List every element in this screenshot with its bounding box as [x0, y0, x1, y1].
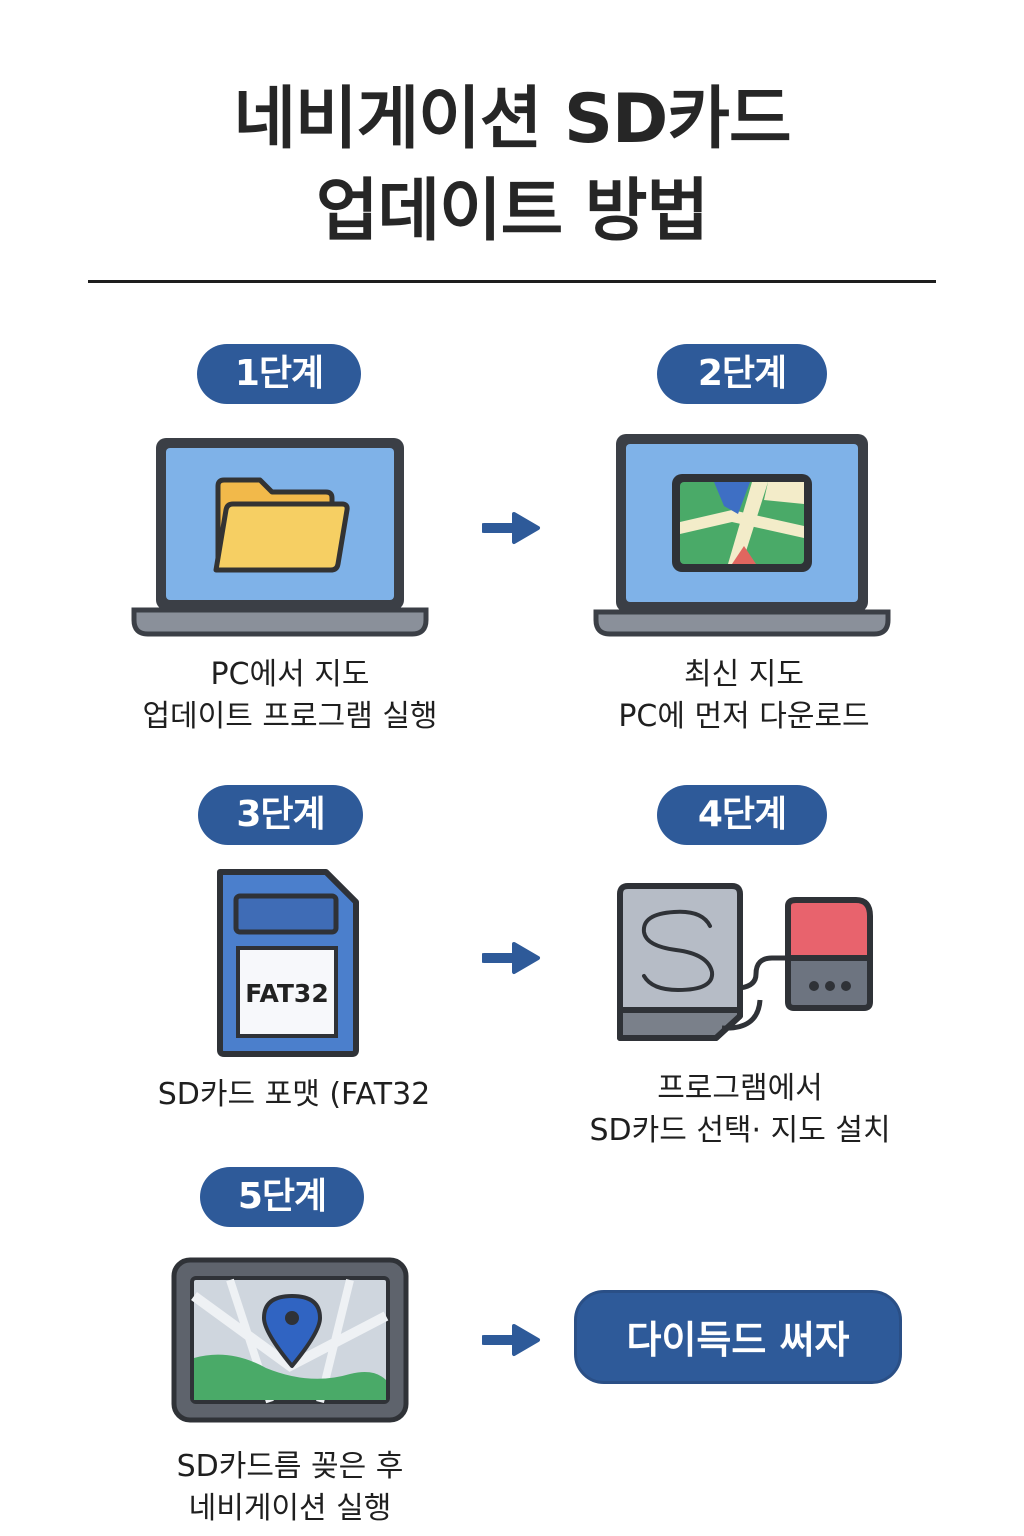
step-1-caption: PC에서 지도 업데이트 프로그램 실행: [80, 654, 500, 738]
step-2-badge: 2단계: [657, 344, 827, 404]
step-2-caption: 최신 지도 PC에 먼저 다운로드: [534, 654, 954, 738]
title-divider: [88, 280, 936, 283]
arrow-right-icon: [482, 512, 540, 544]
sd-card-icon: FAT32: [217, 869, 359, 1057]
step-4-caption: 프로그램에서 SD카드 선택· 지도 설치: [530, 1068, 950, 1152]
laptop-map-icon: [593, 434, 891, 637]
step-5-badge: 5단계: [200, 1167, 364, 1227]
navigation-device-icon: [171, 1257, 409, 1423]
step-5-caption-line1: SD카드름 꽂은 후: [176, 1449, 404, 1484]
sd-reader-icon: [617, 883, 873, 1041]
sd-card-label: FAT32: [245, 979, 328, 1008]
arrow-right-icon: [482, 1324, 540, 1356]
step-3-caption: SD카드 포맷 (FAT32: [84, 1074, 504, 1116]
step-2-caption-line1: 최신 지도: [684, 657, 804, 692]
page-title-line1: 네비게이션 SD카드: [233, 80, 791, 159]
step-4-caption-line1: 프로그램에서: [657, 1071, 823, 1106]
step-4-badge: 4단계: [657, 785, 827, 845]
step-4-caption-line2: SD카드 선택· 지도 설치: [589, 1113, 891, 1148]
step-3-badge: 3단계: [198, 785, 363, 845]
arrow-right-icon: [482, 942, 540, 974]
step-1-caption-line2: 업데이트 프로그램 실행: [142, 699, 438, 734]
step-1-badge: 1단계: [197, 344, 361, 404]
step-3-caption-line1: SD카드 포맷 (FAT32: [157, 1077, 431, 1112]
step-1-caption-line1: PC에서 지도: [210, 657, 370, 692]
step-5-caption-line2: 네비게이션 실행: [188, 1491, 392, 1526]
cta-badge: 다이득드 써자: [574, 1290, 902, 1384]
page-title-line2: 업데이트 방법: [315, 172, 709, 251]
laptop-folder-icon: [131, 438, 429, 637]
step-2-caption-line2: PC에 먼저 다운로드: [618, 699, 870, 734]
step-5-caption: SD카드름 꽂은 후 네비게이션 실행: [80, 1446, 500, 1530]
